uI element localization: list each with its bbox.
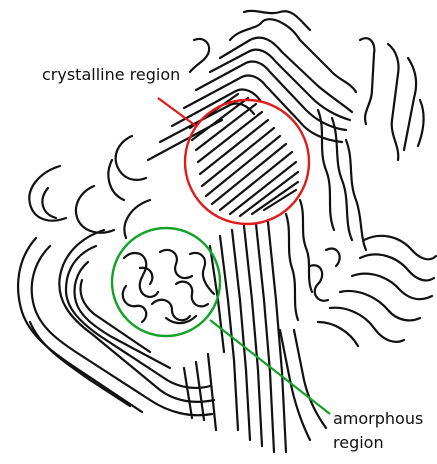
crystalline-label: crystalline region <box>42 65 180 84</box>
amorphous-label-line1: amorphous <box>333 409 423 428</box>
amorphous-label-line2: region <box>333 433 384 452</box>
amorphous-coils <box>123 250 214 323</box>
crystalline-lamellae <box>190 94 298 216</box>
crystalline-leader-line <box>158 98 196 126</box>
amorphous-leader-line <box>210 320 330 414</box>
left-arc-bundle <box>29 136 150 238</box>
right-chain-bundle <box>286 110 436 346</box>
